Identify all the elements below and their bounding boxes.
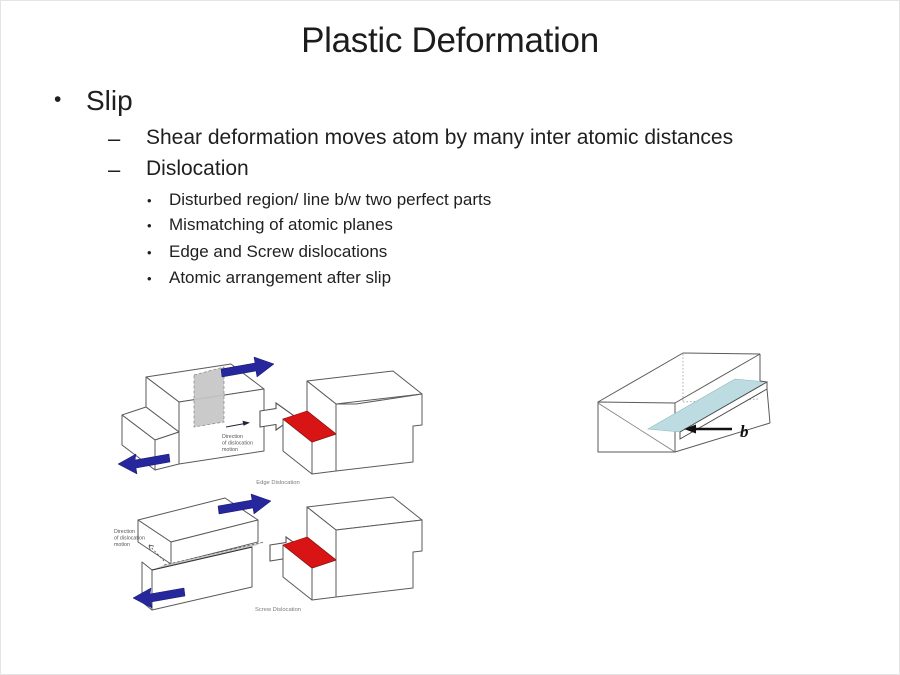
screw-left-block: Direction of dislocation motion — [114, 493, 272, 611]
wireframe-crystal-block — [597, 352, 771, 453]
shear-arrow-right-icon — [220, 356, 275, 378]
bullet-l3c-text: Edge and Screw dislocations — [169, 242, 388, 261]
bullet-l3d-marker: • — [147, 271, 152, 286]
bullet-l2a-text: Shear deformation moves atom by many int… — [146, 126, 734, 149]
burgers-arrow-head — [684, 424, 696, 434]
slide-title: Plastic Deformation — [301, 21, 599, 60]
front-top-edge — [674, 353, 761, 404]
right-end-edges — [759, 380, 771, 424]
screw-caption: Screw Dislocation — [255, 607, 301, 613]
block-front-face — [335, 519, 423, 598]
edge-dislocation-svg: Direction of dislocation motion Edge Dis… — [117, 356, 423, 486]
edge-caption: Edge Dislocation — [256, 480, 300, 486]
slip-plane-teal — [647, 378, 768, 433]
direction-label-line1: Direction — [222, 434, 243, 440]
bottom-front-edge — [674, 422, 771, 453]
edge-dislocation-figure: Direction of dislocation motion Edge Dis… — [110, 350, 445, 495]
bullet-l1-marker: • — [54, 88, 62, 111]
bullet-l3a-marker: • — [147, 193, 152, 208]
shear-arrow-left-icon — [117, 453, 171, 475]
shear-arrow-right-icon — [217, 493, 272, 515]
bullet-l1-text: Slip — [86, 85, 133, 116]
slip-plane-back-edge — [163, 541, 265, 566]
bullet-l2b-text: Dislocation — [146, 157, 249, 180]
slip-step-red — [282, 410, 337, 443]
bullet-l3c-marker: • — [147, 245, 152, 260]
extra-half-plane-gray — [193, 366, 225, 428]
back-top-edge — [597, 352, 684, 403]
direction-label-line2: of dislocation — [222, 441, 253, 447]
direction-label-line1: Direction — [114, 529, 135, 535]
bullet-l2b-marker: – — [108, 157, 121, 182]
screw-right-block — [282, 496, 423, 601]
direction-label-line2: of dislocation — [114, 536, 145, 542]
motion-arrow-head — [148, 544, 155, 551]
bullet-l2a-marker: – — [108, 126, 121, 151]
slip-plane-front-edge — [151, 546, 253, 571]
block-front-face — [335, 393, 423, 472]
direction-label-line3: motion — [222, 447, 238, 453]
end-cap-diagonal — [597, 402, 676, 453]
bullet-l3a-text: Disturbed region/ line b/w two perfect p… — [169, 190, 492, 209]
shear-arrow-left-icon — [132, 587, 186, 609]
burgers-vector-label: b — [740, 422, 749, 441]
screw-dislocation-svg: Direction of dislocation motion Screw Di… — [114, 493, 423, 613]
bullet-l3d-text: Atomic arrangement after slip — [169, 268, 392, 287]
motion-arrow-head — [242, 420, 250, 426]
bullet-l3b-text: Mismatching of atomic planes — [169, 215, 393, 234]
burgers-vector-svg: b — [597, 352, 771, 453]
edge-left-block: Direction of dislocation motion — [117, 356, 275, 475]
direction-label-line3: motion — [114, 542, 130, 548]
slip-plane-gray — [152, 542, 264, 570]
motion-arrow-line — [225, 423, 246, 428]
burgers-vector-figure: b — [585, 340, 805, 465]
bullet-l3b-marker: • — [147, 218, 152, 233]
edge-right-block — [282, 370, 423, 475]
far-top-edge — [682, 352, 761, 355]
screw-dislocation-figure: Direction of dislocation motion Screw Di… — [90, 485, 440, 620]
slip-step-red — [282, 536, 337, 569]
